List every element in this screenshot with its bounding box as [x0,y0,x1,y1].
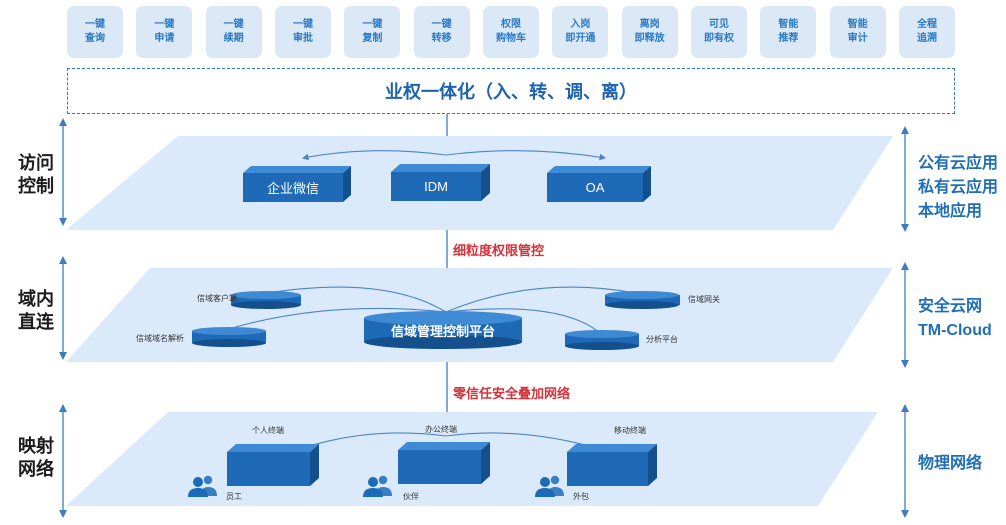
feature-chip: 一键查询 [67,6,123,58]
box-mobile-terminal [567,444,657,486]
cylinder-client [231,291,301,309]
feature-chip-line: 入岗 [570,19,591,30]
feature-row: 一键查询一键申请一键续期一键审批一键复制一键转移权限购物车入岗即开通离岗即释放可… [67,6,955,58]
feature-chip-line: 一键 [431,19,452,30]
arc-to-oa [445,150,607,161]
left-label-domain: 域内 直连 [18,289,54,332]
up-down-arrow-icon [901,126,909,232]
feature-chip: 一键审批 [275,6,331,58]
up-down-arrow-icon [59,256,67,360]
feature-chip-line: 复制 [362,33,383,44]
curve-to-client [267,286,447,313]
feature-chip: 全程追溯 [899,6,955,58]
box-personal-terminal [227,444,319,486]
arc-to-wecom [301,150,447,161]
node-label-analysis: 分析平台 [646,335,678,344]
box-label-wecom: 企业微信 [266,181,319,196]
feature-chip: 入岗即开通 [552,6,609,58]
feature-chip: 一键申请 [136,6,193,58]
cylinder-gateway [605,291,680,309]
terminal-label-mobile: 移动终端 [614,426,646,435]
feature-chip: 智能审计 [829,6,886,58]
user-label-partner: 伙伴 [403,492,419,501]
feature-chip: 一键复制 [344,6,401,58]
feature-chip-line: 一键 [154,19,175,30]
feature-chip: 离岗即释放 [621,6,678,58]
feature-chip-line: 全程 [917,19,937,30]
up-down-arrow-icon [59,404,67,518]
feature-chip: 可见即有权 [691,6,747,58]
feature-chip-line: 权限 [501,19,521,30]
up-down-arrow-icon [901,404,909,518]
feature-chip-line: 离岗 [639,19,660,30]
up-down-arrow-icon [59,118,67,226]
feature-chip: 一键续期 [205,6,262,58]
terminal-label-office: 办公终端 [425,425,457,434]
feature-chip: 智能推荐 [760,6,817,58]
feature-chip-line: 审计 [847,33,868,44]
cylinder-center-platform [364,311,522,349]
box-wecom [243,166,351,202]
cylinder-dns [192,327,266,347]
feature-chip-line: 一键 [362,19,383,30]
box-label-oa: OA [585,180,605,195]
node-label-client: 信域客户端 [197,294,237,303]
box-label-idm: IDM [424,179,448,194]
user-label-outsource: 外包 [573,492,589,501]
box-oa [547,166,651,202]
node-label-dns: 信域域名解析 [136,334,184,343]
curve-to-gateway [445,286,636,313]
right-label-secure-net: 安全云网 TM-Cloud [918,298,992,339]
fine-grained-label: 细粒度权限管控 [453,243,545,258]
feature-chip-line: 转移 [431,33,452,44]
center-platform-label: 信域管理控制平台 [390,323,495,339]
up-down-arrow-icon [901,262,909,368]
feature-chip-line: 即释放 [634,33,665,44]
left-label-access: 访问 控制 [18,153,54,196]
feature-chip-line: 购物车 [496,33,526,44]
feature-chip-line: 智能 [847,19,868,30]
zero-trust-label: 零信任安全叠加网络 [453,386,571,401]
feature-chip-line: 续期 [223,33,244,44]
node-label-gateway: 信域网关 [688,295,720,304]
box-idm [391,164,490,201]
feature-chip-line: 智能 [778,19,799,30]
right-label-apps: 公有云应用 私有云应用 本地应用 [918,155,999,220]
feature-chip-line: 一键 [293,19,313,30]
feature-chip-line: 一键 [223,19,244,30]
curve-to-analysis [445,308,601,334]
feature-chip-line: 申请 [154,33,175,44]
feature-chip: 权限购物车 [483,6,539,58]
banner-text: 业权一体化（入、转、调、离） [385,82,637,102]
feature-chip-line: 可见 [709,19,729,30]
feature-chip-line: 即开通 [565,33,596,44]
cylinder-analysis [565,330,639,350]
box-office-terminal [398,442,490,484]
feature-chip-line: 一键 [85,19,105,30]
user-label-employee: 员工 [226,492,242,501]
feature-chip-line: 推荐 [778,33,799,44]
feature-chip: 一键转移 [413,6,470,58]
curve-to-dns [231,307,447,329]
right-label-physical: 物理网络 [918,455,983,472]
feature-chip-line: 即有权 [704,33,734,44]
left-label-mapping: 映射 网络 [18,436,54,479]
feature-chip-line: 追溯 [917,33,937,44]
integration-banner: 业权一体化（入、转、调、离） [67,68,955,114]
feature-chip-line: 审批 [293,33,313,44]
feature-chip-line: 查询 [85,33,105,44]
terminal-label-personal: 个人终端 [252,426,284,435]
